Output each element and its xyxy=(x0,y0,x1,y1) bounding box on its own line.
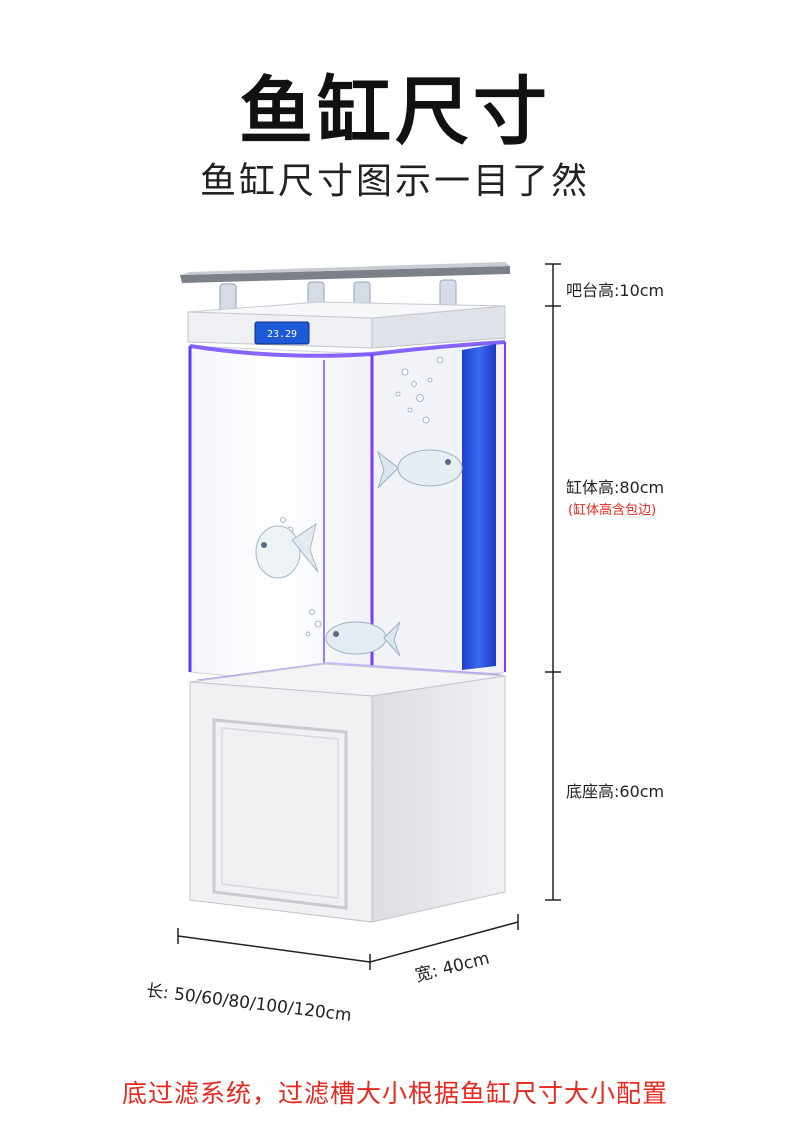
base-height-label: 底座高:60cm xyxy=(566,782,665,801)
thermostat-readout: 23.29 xyxy=(267,329,297,340)
filter-column xyxy=(462,344,496,670)
height-dimension-line xyxy=(545,263,561,901)
length-dimension-line xyxy=(177,928,371,970)
tank-hood xyxy=(187,301,506,349)
footer-note: 底过滤系统，过滤槽大小根据鱼缸尺寸大小配置 xyxy=(121,1079,668,1108)
bar-top xyxy=(180,262,510,283)
page-title: 鱼缸尺寸 xyxy=(239,69,551,155)
tank-height-label: 缸体高:80cm xyxy=(566,478,665,497)
page-subtitle: 鱼缸尺寸图示一目了然 xyxy=(199,161,590,202)
width-dimension-line xyxy=(369,914,519,963)
cabinet xyxy=(189,663,506,923)
bar-height-label: 吧台高:10cm xyxy=(566,281,665,300)
thermostat-display: 23.29 xyxy=(254,321,310,345)
fish-middle xyxy=(255,522,319,579)
fish-upper xyxy=(376,449,463,489)
fish-lower xyxy=(325,621,401,657)
tank-height-note: (缸体高含包边) xyxy=(568,503,657,518)
